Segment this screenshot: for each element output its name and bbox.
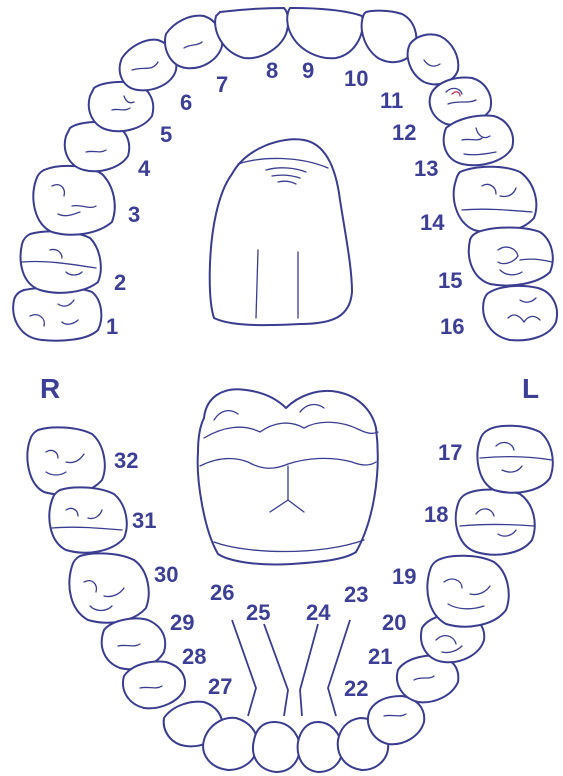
tooth-number-4: 4 [138, 156, 151, 181]
tooth-number-31: 31 [132, 508, 156, 533]
tooth-number-8: 8 [266, 58, 278, 83]
tooth-22 [368, 696, 424, 744]
lower-arch [27, 389, 552, 772]
tooth-number-32: 32 [114, 448, 138, 473]
tooth-2 [21, 231, 101, 292]
tooth-25 [253, 722, 300, 772]
left-side-label: L [522, 373, 539, 404]
tooth-30 [69, 553, 148, 622]
tooth-number-26: 26 [210, 580, 234, 605]
lower-leader-lines [232, 620, 350, 716]
tooth-number-25: 25 [246, 600, 270, 625]
tooth-7 [165, 16, 222, 69]
tooth-number-27: 27 [208, 674, 232, 699]
tooth-number-29: 29 [170, 610, 194, 635]
tooth-number-21: 21 [368, 644, 392, 669]
tooth-number-20: 20 [382, 610, 406, 635]
tooth-number-30: 30 [154, 562, 178, 587]
tooth-number-24: 24 [306, 600, 331, 625]
tooth-number-18: 18 [424, 502, 448, 527]
tongue-molar [198, 389, 378, 564]
tooth-17 [477, 426, 552, 493]
tooth-32 [27, 427, 104, 494]
tooth-number-7: 7 [216, 72, 228, 97]
tooth-8 [215, 8, 288, 58]
tooth-number-5: 5 [160, 122, 172, 147]
tooth-number-28: 28 [182, 644, 206, 669]
tooth-number-6: 6 [180, 90, 192, 115]
tooth-28 [123, 662, 185, 709]
tooth-number-13: 13 [414, 156, 438, 181]
tooth-number-3: 3 [128, 202, 140, 227]
tooth-15 [469, 228, 553, 286]
upper-arch [13, 8, 557, 341]
tooth-31 [49, 487, 126, 552]
tooth-number-11: 11 [380, 88, 403, 113]
tooth-14 [454, 167, 537, 233]
tooth-1 [13, 287, 101, 340]
tooth-3 [33, 166, 114, 235]
tooth-number-22: 22 [344, 676, 368, 701]
tooth-number-17: 17 [438, 440, 462, 465]
tooth-number-10: 10 [344, 66, 368, 91]
tooth-number-9: 9 [302, 58, 314, 83]
tooth-16 [483, 286, 557, 340]
tooth-18 [456, 490, 535, 555]
palate [210, 139, 352, 325]
tooth-number-16: 16 [440, 314, 464, 339]
tooth-number-14: 14 [420, 210, 445, 235]
right-side-label: R [40, 373, 60, 404]
tooth-number-1: 1 [106, 314, 118, 339]
tooth-11 [408, 34, 459, 84]
tooth-13 [444, 116, 513, 166]
tooth-9 [287, 8, 363, 58]
tooth-number-12: 12 [392, 120, 416, 145]
tooth-24 [298, 722, 343, 772]
tooth-19 [427, 556, 508, 627]
tooth-number-23: 23 [344, 582, 368, 607]
tooth-number-19: 19 [392, 564, 416, 589]
tooth-number-2: 2 [114, 270, 126, 295]
tooth-number-15: 15 [438, 268, 462, 293]
